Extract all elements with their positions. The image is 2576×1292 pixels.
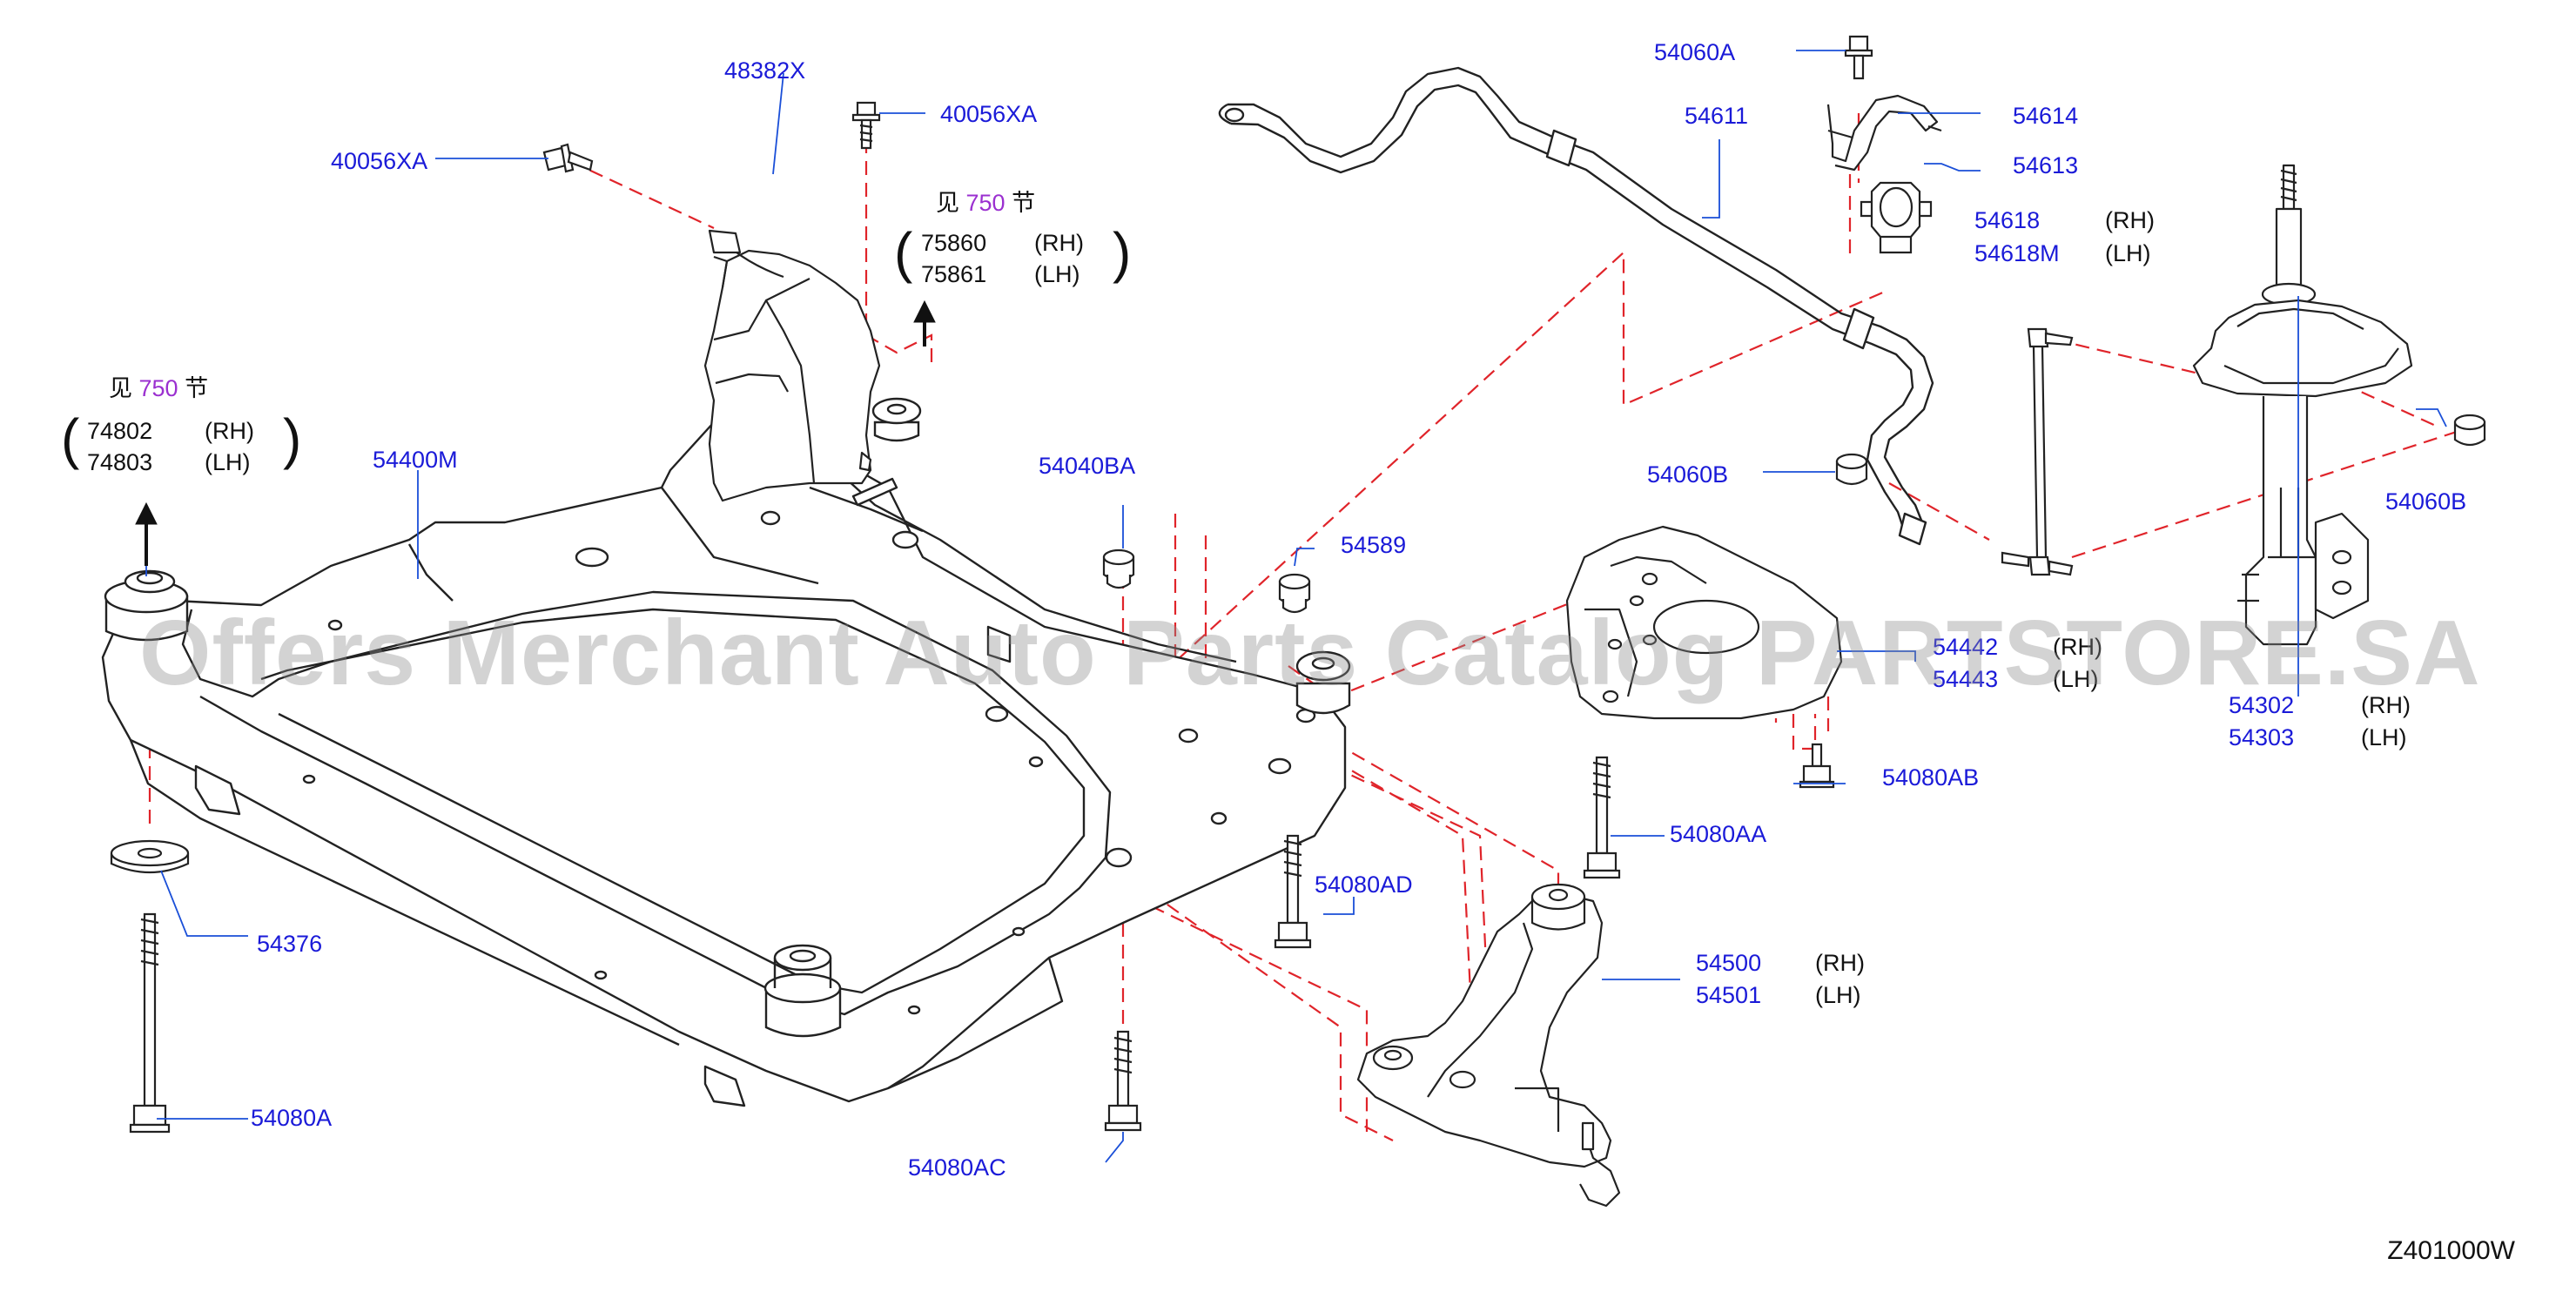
bolt-54080ad (1274, 834, 1312, 949)
callout-lines (145, 50, 2447, 1163)
section-ref-upper-suffix: 节 (1012, 190, 1036, 216)
label-54618: 54618 (1974, 207, 2041, 233)
diagram-code: Z401000W (2387, 1236, 2515, 1265)
label-54614: 54614 (2013, 103, 2079, 129)
label-48382x: 48382X (724, 57, 806, 84)
section-ref-upper-prefix: 见 (936, 190, 959, 216)
section-ref-upper-rh-side: (RH) (1034, 230, 1084, 256)
washer-54376 (110, 839, 190, 874)
stabilizer-bracket-54614 (1826, 94, 1942, 172)
label-54080ac: 54080AC (908, 1154, 1006, 1181)
label-54060a: 54060A (1654, 39, 1736, 65)
label-54443: 54443 (1933, 666, 1999, 692)
heat-shield-48382x (703, 229, 881, 502)
front-subframe (101, 407, 1347, 1107)
label-54443-side: (LH) (2053, 666, 2099, 692)
label-54618m-side: (LH) (2105, 240, 2151, 266)
stabilizer-bushing-54613 (1860, 181, 1933, 254)
section-ref-upper-lh-side: (LH) (1034, 261, 1080, 287)
label-54618m: 54618M (1974, 240, 2060, 266)
label-54500: 54500 (1696, 950, 1762, 976)
section-ref-upper-bracket-close: ) (1113, 221, 1132, 284)
label-54376: 54376 (257, 931, 323, 957)
section-ref-left-rh-side: (RH) (205, 418, 254, 444)
section-ref-upper-number: 750 (965, 190, 1006, 216)
stabilizer-link-54618 (2001, 327, 2074, 576)
label-54400m: 54400M (373, 447, 458, 473)
section-ref-left-prefix: 见 (109, 375, 132, 401)
bolt-54080a (129, 912, 171, 1134)
subframe-mount-bushings (104, 397, 1351, 1038)
label-54500-side: (RH) (1815, 950, 1865, 976)
stabilizer-bar-54611 (1218, 66, 1934, 546)
label-54080aa: 54080AA (1670, 821, 1767, 847)
label-54302-side: (RH) (2361, 692, 2411, 718)
section-ref-left-suffix: 节 (185, 375, 209, 401)
section-ref-arrows (135, 299, 936, 566)
bracket-54442 (1565, 525, 1843, 720)
section-ref-upper-lh-part: 75861 (921, 261, 987, 287)
section-ref-left-title: 见 750 节 (109, 377, 208, 400)
label-40056xa-left: 40056XA (331, 148, 428, 174)
label-54080a: 54080A (251, 1105, 333, 1131)
section-ref-left-bracket-close: ) (283, 407, 302, 470)
label-54611: 54611 (1685, 103, 1749, 129)
bolt-54060a (1844, 35, 1873, 80)
nuts (1102, 548, 1311, 614)
bolt-40056xa-top (851, 101, 881, 150)
section-ref-left-bracket-open: ( (61, 407, 80, 470)
nut-54060b-right (2453, 414, 2486, 447)
section-ref-left-rh-part: 74802 (87, 418, 153, 444)
section-ref-left-lh-side: (LH) (205, 449, 251, 475)
label-54080ad: 54080AD (1315, 871, 1413, 898)
label-54501: 54501 (1696, 982, 1762, 1008)
lower-control-arm-54500 (1356, 883, 1621, 1208)
label-40056xa-top: 40056XA (940, 101, 1038, 127)
section-ref-left-number: 750 (138, 375, 178, 401)
label-54303: 54303 (2229, 724, 2295, 750)
label-54589: 54589 (1341, 532, 1407, 558)
label-54303-side: (LH) (2361, 724, 2407, 750)
bolt-54080ab (1799, 743, 1835, 789)
label-54442-side: (RH) (2053, 634, 2102, 660)
nut-54060b-mid (1835, 453, 1868, 486)
bolt-54080ac (1104, 1030, 1142, 1132)
label-54442: 54442 (1933, 634, 1999, 660)
watermark: Offers Merchant Auto Parts Catalog PARTS… (139, 602, 2481, 704)
label-54302: 54302 (2229, 692, 2295, 718)
label-54613: 54613 (2013, 152, 2079, 178)
section-ref-upper-title: 见 750 节 (936, 192, 1035, 215)
label-54501-side: (LH) (1815, 982, 1861, 1008)
strut-assembly-54302 (2192, 164, 2413, 646)
label-54040ba: 54040BA (1039, 453, 1136, 479)
bolt-54080aa (1583, 756, 1621, 879)
label-54080ab: 54080AB (1882, 764, 1980, 791)
label-54060b-mid: 54060B (1647, 461, 1729, 488)
section-ref-upper-rh-part: 75860 (921, 230, 987, 256)
section-ref-left-lh-part: 74803 (87, 449, 153, 475)
label-54618-side: (RH) (2105, 207, 2155, 233)
label-54060b-right: 54060B (2385, 488, 2467, 515)
section-ref-upper-bracket-open: ( (894, 221, 913, 284)
bolt-40056xa-left (542, 143, 594, 173)
